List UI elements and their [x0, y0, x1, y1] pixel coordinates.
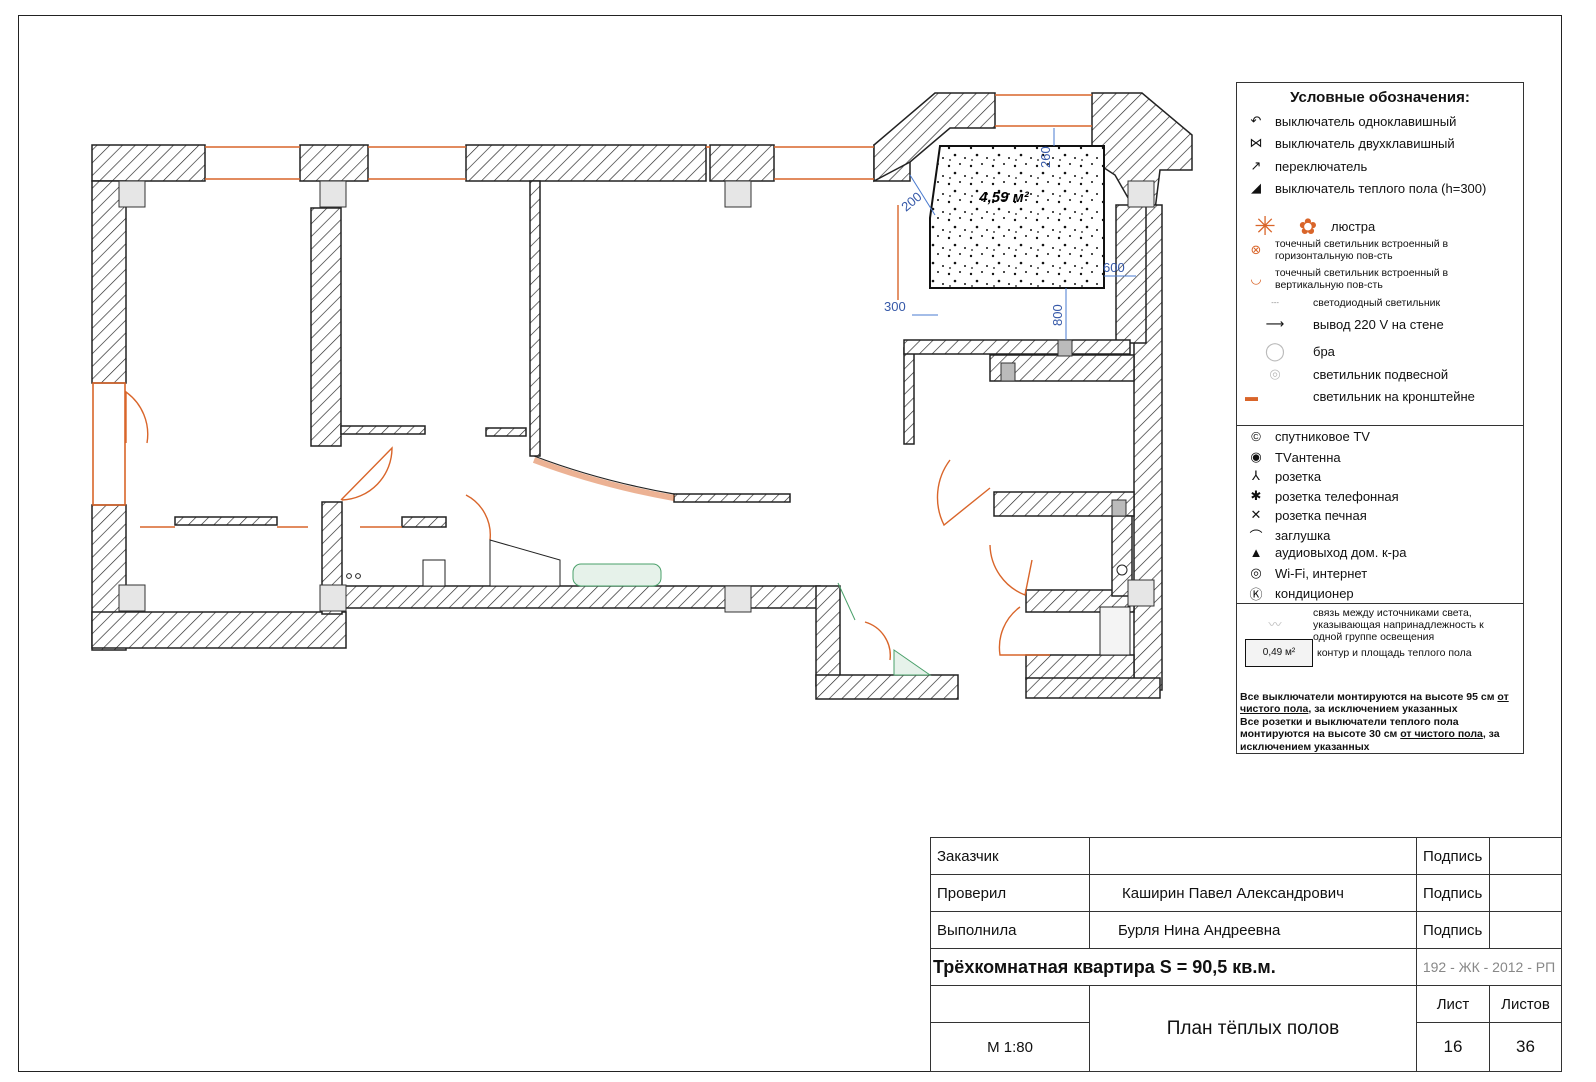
doors	[125, 205, 1050, 661]
legend-item-audio-out: ▲аудиовыход дом. к-ра	[1245, 545, 1407, 560]
checked-name: Каширин Павел Александрович	[1089, 874, 1417, 912]
dim-800: 800	[1050, 304, 1065, 326]
done-name: Бурля Нина Андреевна	[1089, 911, 1417, 949]
phone-socket-icon: ✱	[1250, 488, 1262, 503]
checked-sign-label: Подпись	[1416, 874, 1490, 912]
sheet-label: Лист	[1416, 985, 1490, 1023]
legend-item-socket: ⅄розетка	[1245, 468, 1321, 484]
blank-cell	[930, 985, 1090, 1023]
sheets-label: Листов	[1489, 985, 1562, 1023]
floor-heating-switch-icon: ◢	[1251, 180, 1261, 195]
recessed-horizontal-light-icon: ⊗	[1250, 242, 1262, 257]
heated-floor-area: 4,59 м²	[978, 189, 1029, 206]
drawing-frame	[18, 15, 1562, 1072]
socket-icon: ⅄	[1252, 468, 1260, 483]
walls	[91, 92, 1193, 700]
air-conditioner-icon: Ⓚ	[1249, 587, 1263, 602]
legend-divider	[1237, 425, 1523, 426]
satellite-tv-icon: ©	[1251, 429, 1261, 444]
curved-partition	[532, 457, 675, 501]
legend-title: Условные обозначения:	[1290, 89, 1470, 106]
dim-300: 300	[884, 299, 906, 314]
tv-antenna-icon: ◉	[1250, 449, 1262, 464]
legend-item-sconce: ◯бра	[1245, 341, 1335, 362]
done-sign-label: Подпись	[1416, 911, 1490, 949]
bracket-light-icon: ▬	[1245, 389, 1258, 404]
pendant-light-icon: ◎	[1269, 366, 1281, 381]
legend-item-wifi: ◎Wi-Fi, интернет	[1245, 565, 1367, 581]
legend-item-recessed-horizontal: ⊗точечный светильник встроенный в горизо…	[1245, 238, 1505, 262]
project-title: Трёхкомнатная квартира S = 90,5 кв.м.	[930, 948, 1417, 986]
sheets-total: 36	[1489, 1022, 1562, 1072]
sconce-icon: ◯	[1264, 341, 1286, 361]
sanitary	[572, 563, 932, 676]
heated-floor-zone	[929, 145, 1105, 289]
chandelier-alt-icon: ✿	[1298, 213, 1318, 239]
scale: М 1:80	[930, 1022, 1090, 1072]
checked-label: Проверил	[930, 874, 1090, 912]
led-light-icon: ┄	[1271, 295, 1279, 310]
customer-sign-label: Подпись	[1416, 837, 1490, 875]
legend-item-plug-cap: ⌒заглушка	[1245, 526, 1330, 545]
checked-sign	[1489, 874, 1562, 912]
customer-value	[1089, 837, 1417, 875]
legend-item-single-switch: ↶выключатель одноклавишный	[1245, 113, 1457, 129]
chandelier-icon: ✳	[1254, 211, 1276, 241]
legend-item-tv-antenna: ◉TVантенна	[1245, 449, 1340, 465]
legend-item-recessed-vertical: ◡точечный светильник встроенный в вертик…	[1245, 267, 1505, 291]
recessed-vertical-light-icon: ◡	[1250, 271, 1262, 286]
legend-item-heated-floor: 0,49 м² контур и площадь теплого пола	[1245, 639, 1505, 667]
plug-cap-icon: ⌒	[1249, 529, 1263, 544]
legend-item-toggle: ↗переключатель	[1245, 158, 1368, 174]
customer-sign	[1489, 837, 1562, 875]
legend-item-bracket: ▬светильник на кронштейне	[1245, 389, 1475, 404]
legend-item-light-link: 〰связь между источниками света, указываю…	[1245, 607, 1505, 643]
legend-item-220v: ⟶вывод 220 V на стене	[1245, 316, 1444, 332]
heated-floor-sample-icon: 0,49 м²	[1245, 639, 1313, 667]
wifi-icon: ◎	[1250, 565, 1262, 580]
legend-item-stove-socket: ✕розетка печная	[1245, 507, 1367, 523]
done-label: Выполнила	[930, 911, 1090, 949]
single-switch-icon: ↶	[1250, 113, 1262, 128]
legend: Условные обозначения: ↶выключатель однок…	[1236, 82, 1524, 754]
dim-260: 260	[1038, 146, 1053, 168]
audio-out-icon: ▲	[1249, 545, 1263, 560]
stove-socket-icon: ✕	[1250, 507, 1262, 522]
legend-item-floor-switch: ◢выключатель теплого пола (h=300)	[1245, 180, 1486, 196]
dim-600: 600	[1103, 260, 1125, 275]
installation-note: Все выключатели монтируются на высоте 95…	[1240, 691, 1509, 753]
customer-label: Заказчик	[930, 837, 1090, 875]
toggle-switch-icon: ↗	[1250, 158, 1262, 173]
legend-item-satellite-tv: ©спутниковое TV	[1245, 429, 1370, 444]
done-sign	[1489, 911, 1562, 949]
sheet-number: 16	[1416, 1022, 1490, 1072]
double-switch-icon: ⋈	[1249, 135, 1263, 150]
light-link-icon: 〰	[1268, 617, 1282, 632]
legend-item-double-switch: ⋈выключатель двухклавишный	[1245, 135, 1455, 151]
sheet-title: План тёплых полов	[1089, 985, 1417, 1072]
dimensions: 260 200 600 300 800	[884, 128, 1136, 340]
legend-item-chandelier: ✳✿люстра	[1245, 211, 1375, 242]
wall-outlet-220v-icon: ⟶	[1265, 316, 1285, 331]
legend-item-phone-socket: ✱розетка телефонная	[1245, 488, 1399, 504]
legend-item-led: ┄светодиодный светильник	[1245, 295, 1505, 310]
columns	[118, 180, 1155, 613]
title-block: Заказчик Подпись Проверил Каширин Павел …	[930, 837, 1562, 1072]
legend-item-pendant: ◎светильник подвесной	[1245, 366, 1448, 382]
project-code: 192 - ЖК - 2012 - РП	[1416, 948, 1562, 986]
windows	[92, 94, 1092, 506]
